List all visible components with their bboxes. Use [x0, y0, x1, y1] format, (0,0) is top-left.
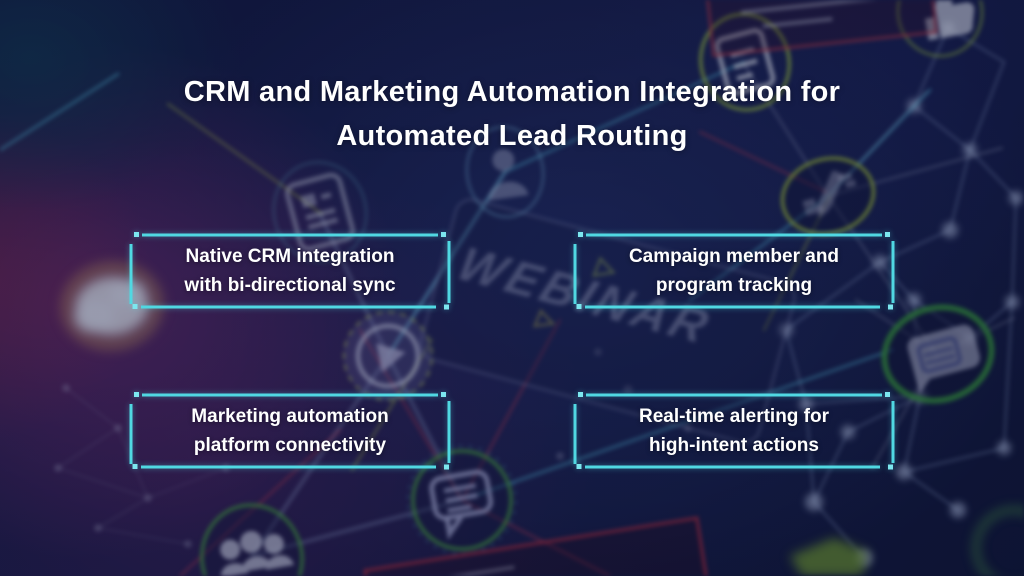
card-label: Marketing automation platform connectivi… [128, 390, 452, 472]
card-native-crm-integration: Native CRM integration with bi-direction… [128, 230, 452, 312]
card-label: Campaign member and program tracking [572, 230, 896, 312]
card-label-line-2: high-intent actions [649, 435, 819, 456]
card-label-line-2: program tracking [655, 275, 813, 296]
card-frame [573, 232, 895, 310]
card-marketing-automation: Marketing automation platform connectivi… [128, 390, 452, 472]
card-label-line-1: Marketing automation [191, 406, 389, 427]
page-title: CRM and Marketing Automation Integration… [0, 70, 1024, 158]
card-label-line-1: Campaign member and [628, 246, 840, 267]
card-label-line-1: Real-time alerting for [638, 406, 830, 427]
card-label-line-1: Native CRM integration [185, 246, 395, 267]
title-line-1: CRM and Marketing Automation Integration… [183, 76, 841, 108]
card-frame [573, 392, 895, 470]
card-realtime-alerting: Real-time alerting for high-intent actio… [572, 390, 896, 472]
card-label-line-2: with bi-directional sync [184, 275, 396, 296]
card-label-line-2: platform connectivity [193, 435, 387, 456]
card-frame [129, 232, 451, 310]
card-label: Real-time alerting for high-intent actio… [572, 390, 896, 472]
card-label: Native CRM integration with bi-direction… [128, 230, 452, 312]
card-frame [129, 392, 451, 470]
card-campaign-tracking: Campaign member and program tracking [572, 230, 896, 312]
title-line-2: Automated Lead Routing [336, 120, 688, 152]
